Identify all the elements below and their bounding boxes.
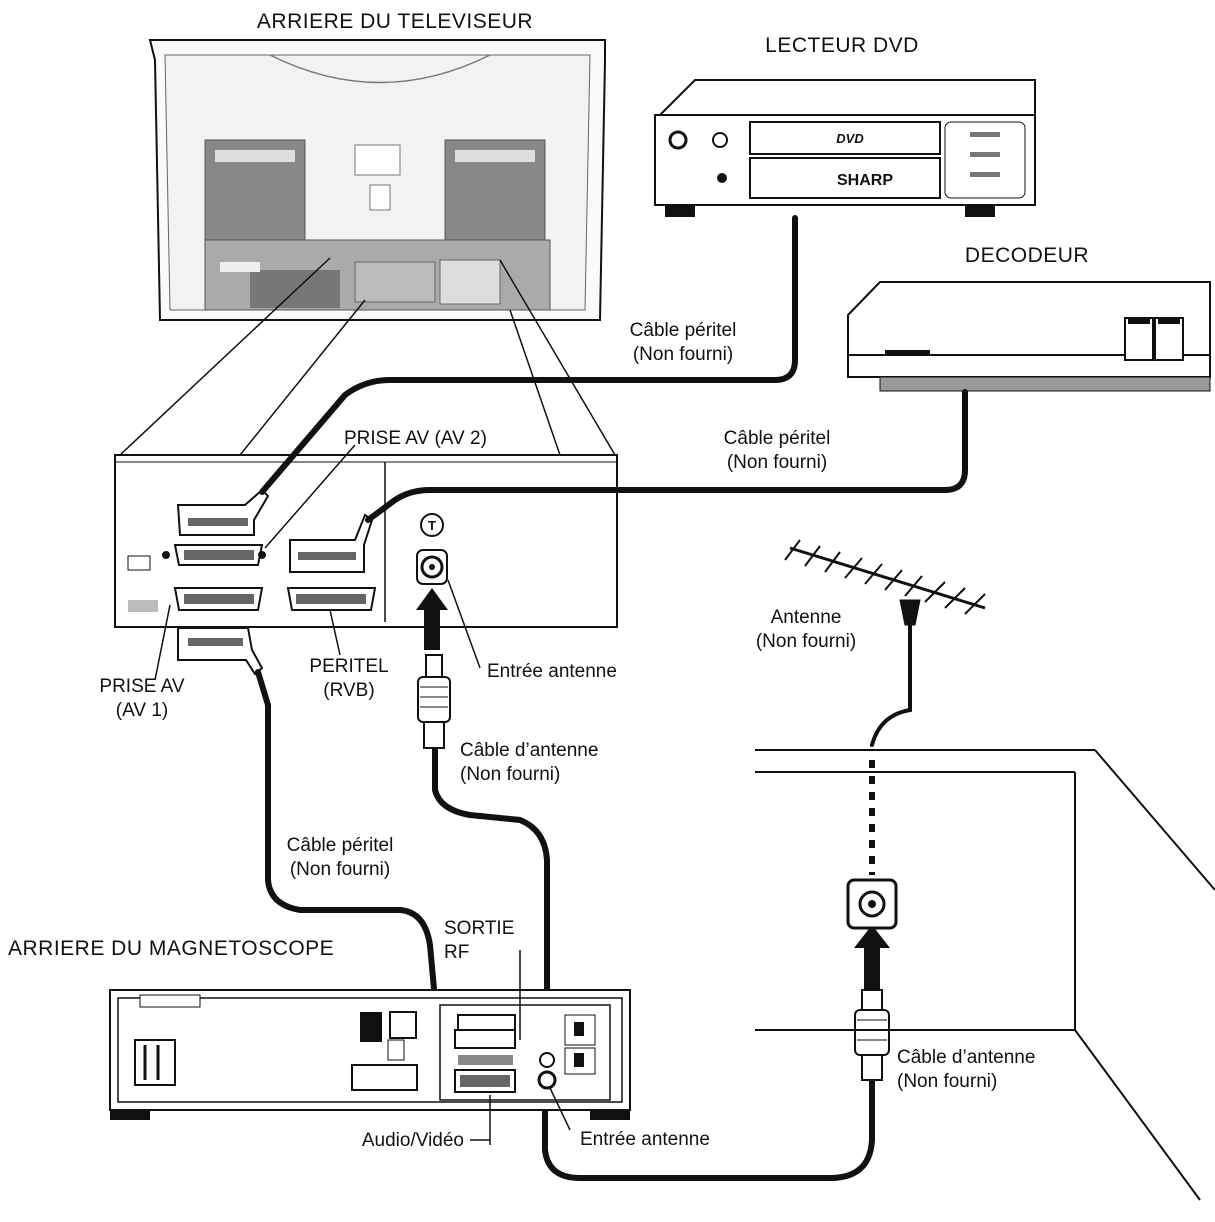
antenna-plug-tv [417, 654, 451, 749]
antenna-mast [870, 638, 912, 747]
leader-lines [154, 444, 571, 1145]
label-cable-vcr-line1: Câble péritel [287, 835, 394, 856]
heading-decoder: DECODEUR [965, 244, 1089, 267]
label-entree-antenne-tv: Entrée antenne [487, 661, 617, 682]
room-outline [755, 749, 1215, 1201]
label-cable-dvd-line2: (Non fourni) [633, 344, 733, 365]
decoder [847, 281, 1211, 392]
label-prise-av1-line1: PRISE AV [99, 676, 185, 697]
scart-plug-decoder [289, 513, 374, 573]
panel-switch [127, 555, 151, 571]
cable-antenna-tv [432, 745, 550, 1003]
wall-antenna-socket [846, 878, 898, 930]
label-cable-decoder-line1: Câble péritel [724, 428, 831, 449]
label-sortie-rf-line2: RF [444, 942, 469, 963]
scart-rgb-socket [286, 587, 377, 611]
vcr-back [109, 989, 631, 1120]
label-entree-antenne-vcr: Entrée antenne [580, 1129, 710, 1150]
dvd-brand: SHARP [837, 172, 893, 189]
cable-decoder [365, 389, 968, 523]
tv-back [148, 39, 606, 321]
label-cable-antenne-wall-line2: (Non fourni) [897, 1071, 997, 1092]
scart-plug-vcr [177, 627, 264, 676]
scart-av2-socket [162, 544, 266, 566]
label-prise-av2: PRISE AV (AV 2) [344, 428, 487, 449]
heading-dvd-player: LECTEUR DVD [765, 34, 919, 57]
label-antenne-line2: (Non fourni) [756, 631, 856, 652]
scart-plug-dvd [176, 488, 270, 536]
dvd-player [654, 79, 1036, 217]
wall-arrow-up-icon [854, 925, 890, 990]
cables [255, 215, 968, 1181]
label-sortie-rf-line1: SORTIE [444, 918, 514, 939]
label-peritel-line1: PERITEL [309, 656, 388, 677]
antenna [784, 539, 986, 645]
label-cable-vcr-line2: (Non fourni) [290, 859, 390, 880]
label-cable-antenne-tv-line2: (Non fourni) [460, 764, 560, 785]
cable-dvd [259, 215, 798, 495]
label-antenne-line1: Antenne [771, 607, 842, 628]
heading-tv-back: ARRIERE DU TELEVISEUR [257, 10, 533, 33]
scart-av1-socket [173, 587, 264, 611]
antenna-symbol-icon: T [428, 518, 436, 533]
antenna-plug-wall [854, 989, 890, 1081]
scart-plug-vcr-rear [457, 1014, 516, 1031]
label-cable-antenne-wall-line1: Câble d’antenne [897, 1047, 1035, 1068]
arrow-up-icon [416, 588, 448, 650]
label-cable-dvd-line1: Câble péritel [630, 320, 737, 341]
label-audio-video: Audio/Vidéo [362, 1130, 464, 1151]
panel-label-plate [128, 600, 158, 612]
dvd-logo: DVD [836, 131, 864, 146]
label-cable-antenne-tv-line1: Câble d’antenne [460, 740, 598, 761]
tv-antenna-input: T [416, 513, 448, 585]
label-peritel-line2: (RVB) [323, 680, 374, 701]
label-prise-av1-line2: (AV 1) [116, 700, 168, 721]
heading-vcr-back: ARRIERE DU MAGNETOSCOPE [8, 937, 334, 960]
label-cable-decoder-line2: (Non fourni) [727, 452, 827, 473]
cable-antenna-wall [542, 1077, 875, 1181]
